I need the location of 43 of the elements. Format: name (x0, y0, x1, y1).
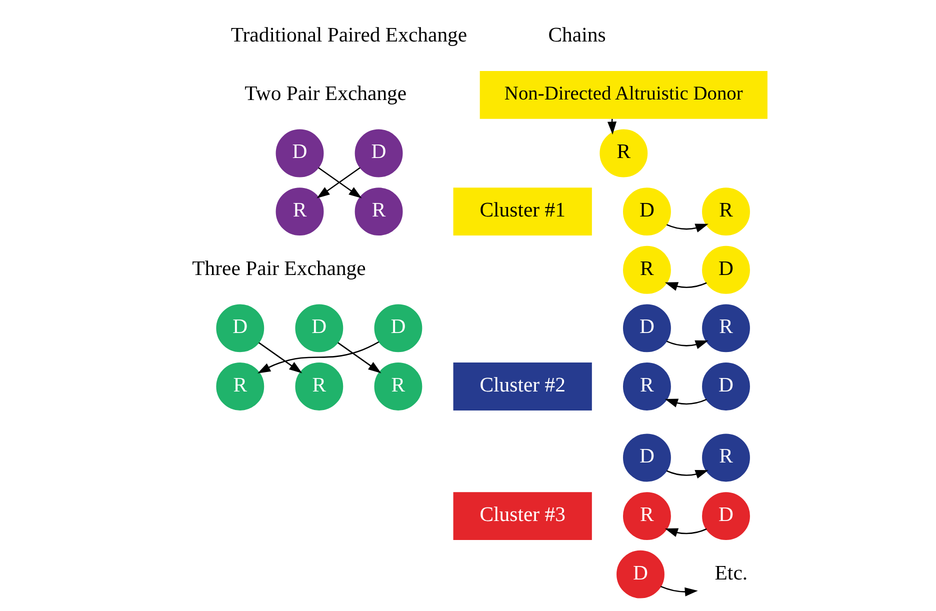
node-text: Etc. (714, 562, 748, 584)
node-circle: R (702, 188, 750, 236)
node-circle: D (616, 550, 664, 598)
arrow (666, 470, 708, 479)
node-circle: D (294, 304, 343, 352)
label: Traditional Paired Exchange (230, 24, 467, 47)
node-circle: D (354, 129, 402, 178)
node-circle: D (622, 434, 670, 482)
node-circle: R (702, 434, 750, 482)
node-circle: R (374, 362, 422, 410)
arrow (664, 528, 706, 537)
node-circle: R (622, 492, 670, 540)
arrow (664, 398, 706, 408)
arrow (257, 341, 379, 374)
node-circle: D (216, 304, 264, 352)
arrow (258, 342, 302, 374)
arrow (666, 224, 708, 232)
node-box: Cluster #2 (452, 362, 592, 410)
node-circle: R (622, 246, 670, 294)
arrow (337, 342, 381, 374)
label: Chains (548, 24, 606, 47)
node-box: Cluster #1 (452, 188, 592, 236)
label: Two Pair Exchange (244, 82, 406, 105)
node-circle: R (702, 304, 750, 352)
node-circle: D (702, 362, 750, 410)
arrow (664, 282, 706, 291)
node-circle: R (622, 362, 670, 410)
node-circle: R (216, 362, 264, 410)
arrow (660, 586, 698, 596)
node-circle: D (374, 304, 422, 352)
node-circle: D (702, 492, 750, 540)
node-circle: R (599, 129, 648, 178)
node-box: Non-Directed Altruistic Donor (479, 71, 767, 119)
node-circle: R (294, 362, 343, 410)
node-circle: R (275, 188, 324, 236)
arrow (666, 340, 708, 349)
node-circle: D (702, 246, 750, 294)
node-box: Cluster #3 (452, 492, 592, 540)
label: Three Pair Exchange (192, 258, 366, 280)
node-circle: D (622, 188, 670, 236)
node-circle: D (622, 304, 670, 352)
node-circle: R (354, 188, 402, 236)
node-circle: D (275, 129, 324, 178)
